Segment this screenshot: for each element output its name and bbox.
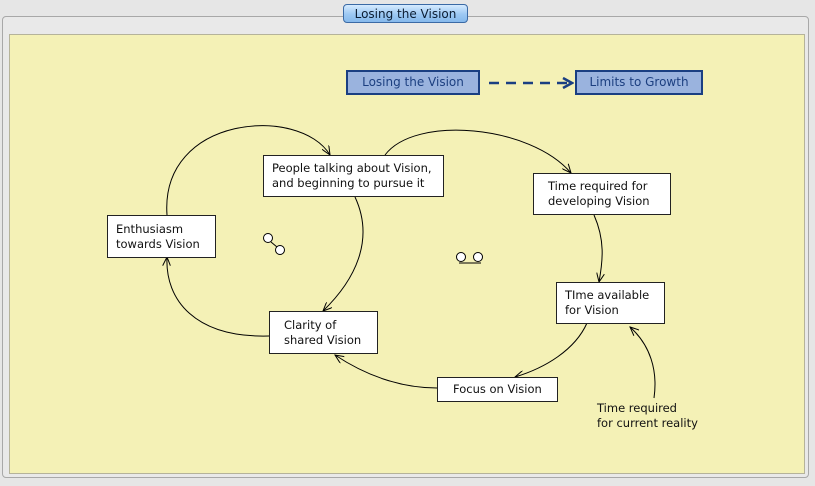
link-people-to-clarity xyxy=(323,196,364,311)
node-time-available[interactable]: TIme available for Vision xyxy=(556,282,665,324)
node-time-required-developing[interactable]: Time required for developing Vision xyxy=(533,173,671,215)
node-time-required-line1: Time required for xyxy=(548,179,648,193)
node-people-talking[interactable]: People talking about Vision, and beginni… xyxy=(263,155,444,197)
reinforcing-loop-icon xyxy=(263,233,285,255)
balancing-loop-icon xyxy=(456,252,483,264)
node-clarity-line2: shared Vision xyxy=(284,332,362,347)
nav-next-limits-to-growth[interactable]: Limits to Growth xyxy=(575,70,703,95)
node-time-available-line2: for Vision xyxy=(565,303,619,317)
external-variable-line1: Time required xyxy=(597,401,677,415)
node-clarity-line1: Clarity of xyxy=(284,317,337,332)
link-clarity-to-enthusiasm xyxy=(167,257,270,337)
link-external-to-available xyxy=(630,327,656,399)
link-enthusiasm-to-people xyxy=(166,125,330,216)
nav-current-losing-the-vision[interactable]: Losing the Vision xyxy=(346,70,480,95)
link-time-required-to-available xyxy=(593,214,602,282)
link-time-available-to-focus xyxy=(515,322,588,377)
node-clarity[interactable]: Clarity of shared Vision xyxy=(269,311,378,354)
node-people-talking-line2: and beginning to pursue it xyxy=(272,176,425,190)
node-focus[interactable]: Focus on Vision xyxy=(437,377,558,402)
node-time-required-line2: developing Vision xyxy=(548,194,650,208)
external-variable-label: Time required for current reality xyxy=(597,401,737,431)
link-people-to-time-required xyxy=(384,129,571,173)
node-focus-line1: Focus on Vision xyxy=(453,382,542,396)
node-time-available-line1: TIme available xyxy=(565,288,650,302)
node-enthusiasm-line2: towards Vision xyxy=(116,236,200,251)
node-people-talking-line1: People talking about Vision, xyxy=(272,161,432,175)
link-focus-to-clarity xyxy=(335,355,438,389)
external-variable-line2: for current reality xyxy=(597,416,698,430)
window-title-tab[interactable]: Losing the Vision xyxy=(343,4,468,23)
node-enthusiasm-line1: Enthusiasm xyxy=(116,221,184,236)
node-enthusiasm[interactable]: Enthusiasm towards Vision xyxy=(107,215,216,258)
